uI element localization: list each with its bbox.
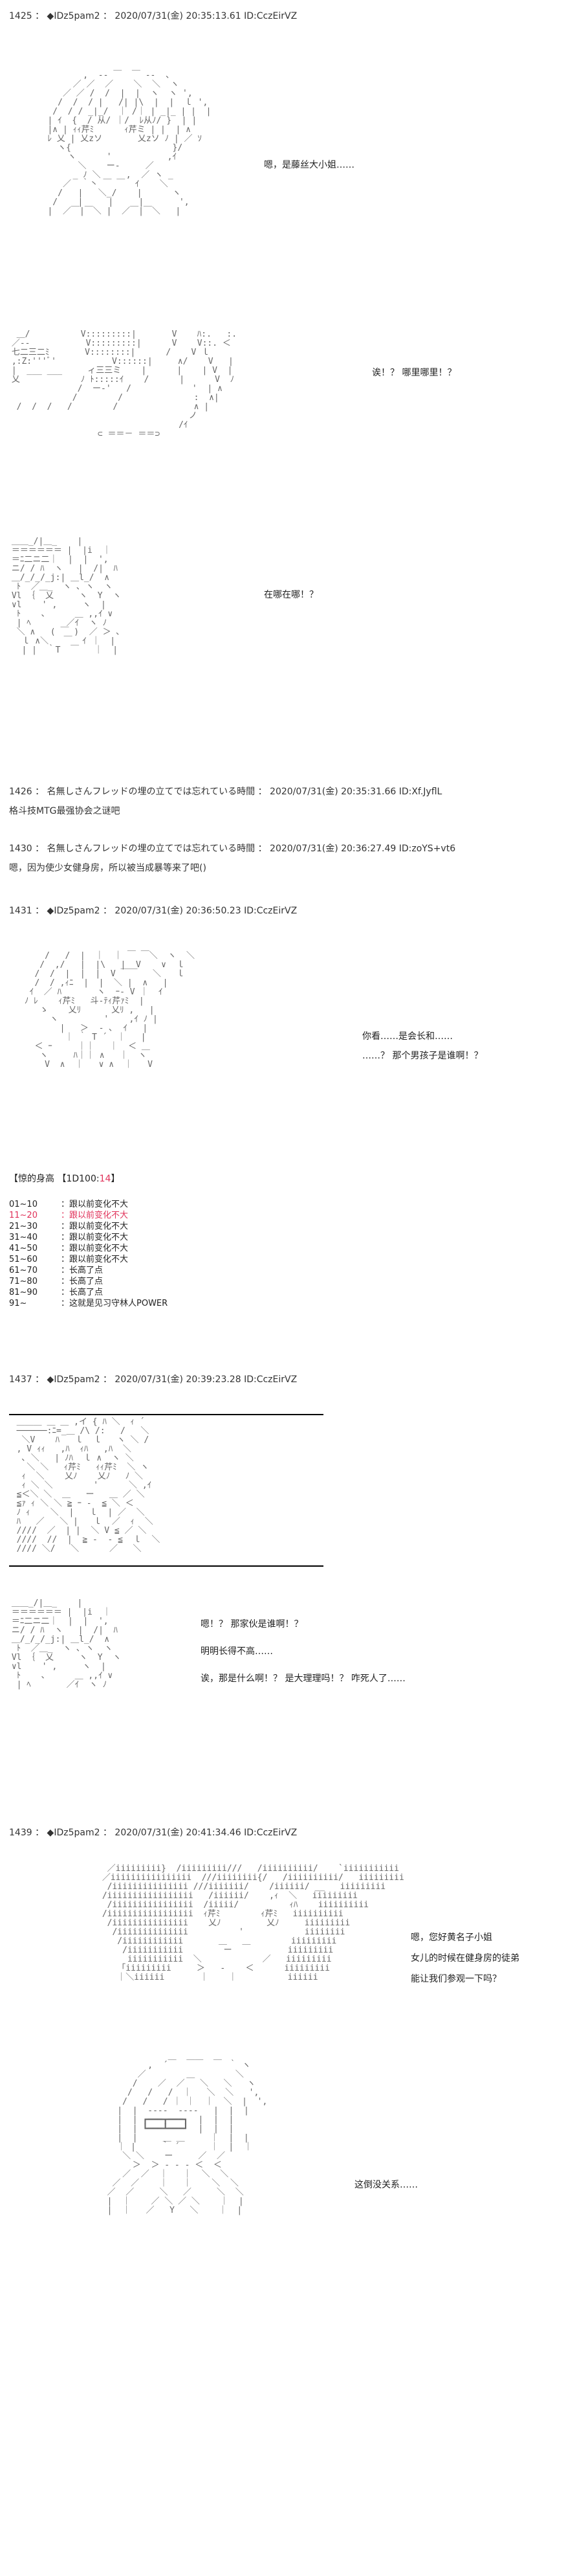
reply-text: 格斗技MTG最强协会之谜吧 <box>9 806 120 816</box>
post-date: 2020/07/31(金) 20:35:31.66 <box>270 787 397 797</box>
dice-roll-row: 51~60 ：跟以前变化不大 <box>9 1254 168 1265</box>
post-id[interactable]: ID:CczEirVZ <box>244 1828 298 1838</box>
post-header-1439: 1439 ： ◆IDz5pam2 ： 2020/07/31(金) 20:41:3… <box>9 1828 298 1838</box>
dice-roll-range: 51~60 <box>9 1255 38 1264</box>
dice-roll-range: 21~30 <box>9 1222 38 1231</box>
post-id[interactable]: ID:CczEirVZ <box>244 906 298 916</box>
dice-roll-range: 41~50 <box>9 1244 38 1253</box>
dice-roll-row: 81~90 ：长高了点 <box>9 1287 168 1298</box>
post-id[interactable]: ID:CczEirVZ <box>244 1374 298 1385</box>
dice-roll-row: 31~40 ：跟以前变化不大 <box>9 1232 168 1243</box>
post-date: 2020/07/31(金) 20:36:50.23 <box>114 906 241 916</box>
ascii-art-group: / / | ｜ ｜ ￣ ￣＼ ヽ ＼ / ,/ | |\ | V ∨ ｌ / /… <box>24 951 195 1070</box>
dice-roll-value: 14 <box>99 1174 111 1184</box>
post-author: 名無しさんフレッドの埋の立てでは忘れている時間 <box>47 844 256 854</box>
dice-roll-row: 61~70 ：长高了点 <box>9 1265 168 1276</box>
dice-roll-outcome: ：跟以前变化不大 <box>61 1222 129 1231</box>
dialog-line: ……？ 那个男孩子是谁啊！？ <box>362 1051 483 1061</box>
ascii-art-girl-1: , -‐ ￣ ￣ ‐- 、 ／ ／ ／ ＼ ＼ ヽ ／ ／ / / | | ヽ … <box>47 71 212 216</box>
dice-roll-row: 21~30 ：跟以前变化不大 <box>9 1221 168 1232</box>
dialog-line: 嗯！？ 那家伙是谁啊！？ <box>201 1619 303 1630</box>
post-number: 1425 <box>9 11 32 21</box>
post-number: 1439 <box>9 1828 32 1838</box>
post-date: 2020/07/31(金) 20:35:13.61 <box>114 11 241 21</box>
post-number: 1431 <box>9 906 32 916</box>
dice-roll-range: 01~10 <box>9 1200 38 1209</box>
dialog-line: 诶，那是什么啊！？ 是大理理吗！？ 咋死人了…… <box>201 1674 406 1684</box>
post-author: ◆IDz5pam2 <box>47 1828 100 1838</box>
dialog-line: 明明长得不高…… <box>201 1646 273 1657</box>
dice-roll-outcome: ：这就是见习守林人POWER <box>61 1299 168 1308</box>
dice-roll-outcome: ：跟以前变化不大 <box>61 1233 129 1242</box>
post-author: 名無しさんフレッドの埋の立てでは忘れている時間 <box>47 787 256 797</box>
dice-roll-row: 91~ ：这就是见习守林人POWER <box>9 1298 168 1309</box>
post-date: 2020/07/31(金) 20:36:27.49 <box>270 844 397 854</box>
dice-roll-range: 31~40 <box>9 1233 38 1242</box>
dialog-line: 能让我们参观一下吗？ <box>411 1974 501 1984</box>
dialog-line: 在哪在哪！？ <box>264 590 318 600</box>
dice-roll-row: 01~10 ：跟以前变化不大 <box>9 1199 168 1210</box>
post-id[interactable]: ID:Xf.JyflL <box>398 787 442 797</box>
dice-roll-outcome: ：跟以前变化不大 <box>61 1200 129 1209</box>
dialog-line: 这倒没关系…… <box>354 2180 418 2190</box>
ascii-art-closeup: ＿/ V:::::::::| V ﾊ:. :. ／‐- V:::::::::| … <box>11 330 237 439</box>
ascii-art-boy: ＿＿＿ ＿ ＿ ,イ { ﾊ ＼ ｨ ´ ──────:ﾆ=_＿ /\ /: /… <box>16 1417 160 1554</box>
divider <box>9 1414 323 1415</box>
post-header-1426: 1426 ： 名無しさんフレッドの埋の立てでは忘れている時間 ： 2020/07… <box>9 787 442 797</box>
post-id[interactable]: ID:CczEirVZ <box>244 11 298 21</box>
dice-roll-range: 71~80 <box>9 1277 38 1286</box>
dialog-line: 嗯，您好黄名子小姐 <box>411 1932 492 1943</box>
dialog-line: 女儿的时候在健身房的徒弟 <box>411 1953 519 1964</box>
ascii-art-glasses-girl: ＿ ＿＿ ＿ , ´ ｀ ヽ ／ ＿ ＼ / ／ ／ ＼ ＼ ヽ / / / ｜… <box>107 2052 268 2215</box>
ascii-art-girl-2: ＿＿_/|＿_ | ＝＝＝＝＝＝ | |i ｜ ＝ﾆ二ニ二｜ | | ', ニ/… <box>11 537 122 655</box>
post-author: ◆IDz5pam2 <box>47 906 100 916</box>
dice-roll-range: 81~90 <box>9 1288 38 1297</box>
dice-roll-row: 71~80 ：长高了点 <box>9 1276 168 1287</box>
dice-roll-outcome: ：跟以前变化不大 <box>61 1244 129 1253</box>
post-header-1425: 1425 ： ◆IDz5pam2 ： 2020/07/31(金) 20:35:1… <box>9 11 298 21</box>
ascii-art-girl-3: ＿＿_/|＿_ | ＝＝＝＝＝＝ | |i ｜ ＝ﾆ二ニ二｜ | | ', ニ/… <box>11 1598 122 1690</box>
post-header-1431: 1431 ： ◆IDz5pam2 ： 2020/07/31(金) 20:36:5… <box>9 906 298 916</box>
dice-roll-row: 41~50 ：跟以前变化不大 <box>9 1243 168 1254</box>
reply-text: 嗯，因为使少女健身房，所以被当成暴等来了吧() <box>9 863 206 873</box>
post-number: 1426 <box>9 787 32 797</box>
divider <box>9 1565 323 1567</box>
ascii-art-woman: ／iiiiiiiii} /iiiiiiiii/// /iiiiiiiiii/ `… <box>102 1864 404 1982</box>
post-number: 1437 <box>9 1374 32 1385</box>
dialog-line: 嗯，是藤丝大小姐…… <box>264 160 354 170</box>
post-author: ◆IDz5pam2 <box>47 1374 100 1385</box>
dice-roll-row: 11~20 ：跟以前变化不大 <box>9 1210 168 1221</box>
post-header-1437: 1437 ： ◆IDz5pam2 ： 2020/07/31(金) 20:39:2… <box>9 1374 298 1385</box>
dice-roll-outcome: ：长高了点 <box>61 1266 103 1275</box>
dice-roll-outcome: ：长高了点 <box>61 1277 103 1286</box>
dice-roll-title: 【惊的身高 【1D100:14】 <box>9 1174 120 1184</box>
post-date: 2020/07/31(金) 20:41:34.46 <box>114 1828 241 1838</box>
dice-roll-range: 11~20 <box>9 1211 38 1220</box>
post-number: 1430 <box>9 844 32 854</box>
post-author: ◆IDz5pam2 <box>47 11 100 21</box>
dice-roll-outcome: ：跟以前变化不大 <box>61 1211 129 1220</box>
dice-roll-outcome: ：跟以前变化不大 <box>61 1255 129 1264</box>
dialog-line: 你看……是会长和…… <box>362 1031 453 1042</box>
post-id[interactable]: ID:zoYS+vt6 <box>398 844 456 854</box>
post-header-1430: 1430 ： 名無しさんフレッドの埋の立てでは忘れている時間 ： 2020/07… <box>9 844 456 854</box>
dice-roll-range: 91~ <box>9 1299 27 1308</box>
dice-roll-outcome: ：长高了点 <box>61 1288 103 1297</box>
post-date: 2020/07/31(金) 20:39:23.28 <box>114 1374 241 1385</box>
dialog-line: 诶！？ 哪里哪里！？ <box>372 368 457 378</box>
dice-roll-range: 61~70 <box>9 1266 38 1275</box>
